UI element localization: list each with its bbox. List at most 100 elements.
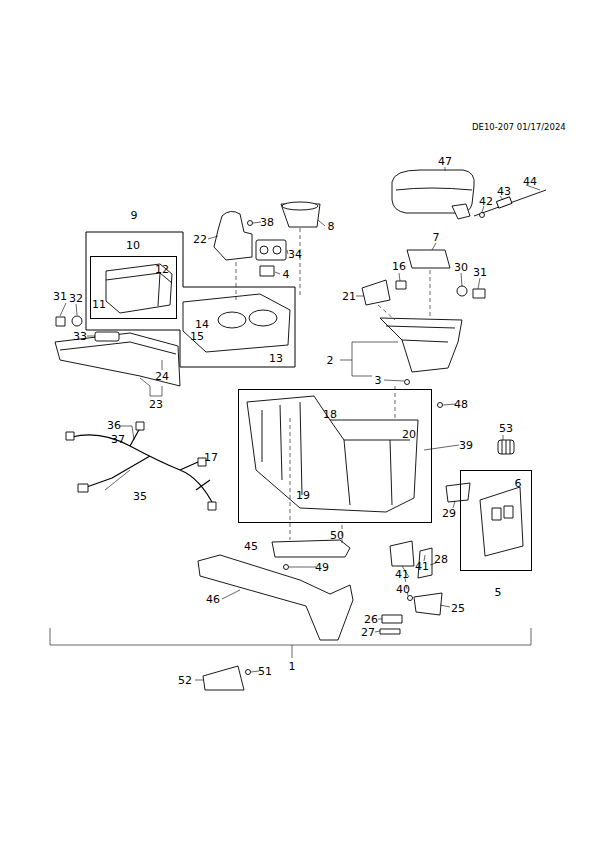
callout-number: 42 [479, 196, 493, 207]
connector [66, 432, 74, 440]
callout-number: 13 [269, 353, 283, 364]
console-body [380, 318, 462, 372]
part-26 [382, 615, 402, 623]
callout-number: 25 [451, 603, 465, 614]
callout-number: 39 [459, 440, 473, 451]
callout-number: 9 [131, 210, 138, 221]
nut-30 [457, 286, 467, 296]
shifter [214, 211, 252, 260]
group-box: 101112 [90, 256, 177, 319]
callout-number: 28 [434, 554, 448, 565]
callout-number: 49 [315, 562, 329, 573]
screw [405, 380, 410, 385]
cupholder-tray [183, 294, 290, 352]
callout-number: 38 [260, 217, 274, 228]
callout-number: 11 [92, 299, 106, 310]
latch [496, 197, 512, 208]
group-outline [86, 232, 296, 368]
armrest-seam [396, 188, 472, 190]
tray [407, 250, 450, 268]
bracket-41 [390, 541, 414, 566]
switch-33 [95, 332, 119, 341]
cup-hole [218, 312, 246, 328]
callout-number: 44 [523, 176, 537, 187]
screw [408, 596, 413, 601]
callout-number: 7 [433, 232, 440, 243]
trim-edge [60, 342, 176, 354]
callout-number: 31 [53, 291, 67, 302]
hinge [452, 204, 470, 219]
callout-number: 50 [330, 530, 344, 541]
callout-number: 32 [69, 293, 83, 304]
callout-number: 20 [402, 429, 416, 440]
callout-number: 17 [204, 452, 218, 463]
callout-number: 35 [133, 491, 147, 502]
callout-number: 24 [155, 371, 169, 382]
callout-number: 19 [296, 490, 310, 501]
callout-number: 36 [107, 420, 121, 431]
frame-ribs [262, 402, 410, 505]
callout-number: 52 [178, 675, 192, 686]
bracket-45 [272, 540, 350, 557]
screw [246, 670, 251, 675]
callout-number: 5 [495, 587, 502, 598]
callout-number: 48 [454, 399, 468, 410]
wiring-harness [72, 428, 214, 506]
bracket-21 [362, 280, 390, 305]
bin-edge [106, 273, 172, 306]
bracket-52 [203, 666, 244, 690]
callout-number: 22 [193, 234, 207, 245]
callout-number: 51 [258, 666, 272, 677]
callout-number: 46 [206, 594, 220, 605]
screw [438, 403, 443, 408]
callout-number: 23 [149, 399, 163, 410]
clip-31 [56, 317, 65, 326]
console-edge [386, 326, 455, 342]
clip-31 [473, 289, 485, 298]
callout-number: 27 [361, 627, 375, 638]
switch [260, 266, 274, 276]
callout-number: 18 [323, 409, 337, 420]
group-box: 17182019 [238, 389, 432, 523]
screw [248, 221, 253, 226]
callout-number: 30 [454, 262, 468, 273]
clip-32 [72, 316, 82, 326]
connector [208, 502, 216, 510]
vent-slot [492, 508, 501, 520]
group-box: 9141513101112 [86, 232, 296, 368]
callout-number: 21 [342, 291, 356, 302]
vent-slot [504, 506, 513, 518]
leader-lines [50, 167, 540, 680]
callout-number: 10 [126, 240, 140, 251]
callout-number: 29 [442, 508, 456, 519]
spring-53 [498, 440, 514, 454]
knob [273, 246, 281, 254]
callout-number: 12 [155, 264, 169, 275]
cup-rim [282, 202, 318, 210]
bracket-25 [414, 593, 442, 615]
callout-number: 47 [438, 156, 452, 167]
callout-number: 40 [396, 584, 410, 595]
assembly-lines [236, 228, 430, 596]
callout-number: 14 [195, 319, 209, 330]
callout-number: 53 [499, 423, 513, 434]
group-box: 56 [460, 470, 532, 571]
callout-number: 1 [289, 661, 296, 672]
connector [136, 422, 144, 430]
callout-number: 15 [190, 331, 204, 342]
switch-panel [256, 240, 286, 260]
drawing-code: DE10-207 01/17/2024 [472, 123, 566, 132]
cup-hole [249, 310, 277, 326]
callout-number: 41 [395, 569, 409, 580]
vent-29 [446, 483, 470, 502]
spring-coils [502, 440, 510, 454]
screw [284, 565, 289, 570]
screw [480, 213, 485, 218]
group-outline [86, 232, 295, 367]
part-27 [380, 629, 400, 634]
callout-number: 26 [364, 614, 378, 625]
callout-number: 41 [415, 561, 429, 572]
storage-bin [106, 264, 172, 313]
clip-16 [396, 281, 406, 289]
callout-number: 45 [244, 541, 258, 552]
